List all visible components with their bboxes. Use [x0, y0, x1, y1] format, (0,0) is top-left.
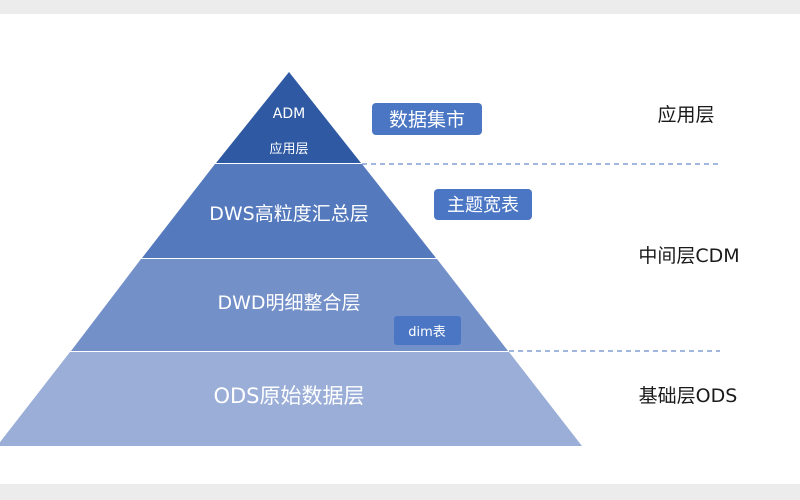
tag-dim-table-label: dim表 — [408, 325, 446, 340]
side-label-base-ods: 基础层ODS — [639, 385, 738, 407]
layer-dws — [142, 164, 436, 258]
adm-title: ADM — [273, 106, 305, 122]
dws-label: DWS高粒度汇总层 — [209, 203, 368, 225]
layer-adm — [216, 72, 361, 163]
tag-topic-wide-table: 主题宽表 — [434, 189, 532, 220]
tag-topic-wide-table-label: 主题宽表 — [447, 195, 519, 216]
adm-subtitle: 应用层 — [269, 141, 308, 157]
layer-ods — [0, 352, 582, 446]
side-label-middle-cdm: 中间层CDM — [638, 245, 739, 267]
tag-data-mart-label: 数据集市 — [389, 109, 465, 131]
ods-label: ODS原始数据层 — [213, 384, 364, 408]
tag-dim-table: dim表 — [394, 316, 461, 345]
tag-data-mart: 数据集市 — [372, 103, 482, 135]
dwd-label: DWD明细整合层 — [217, 292, 360, 314]
side-label-application: 应用层 — [657, 104, 714, 126]
